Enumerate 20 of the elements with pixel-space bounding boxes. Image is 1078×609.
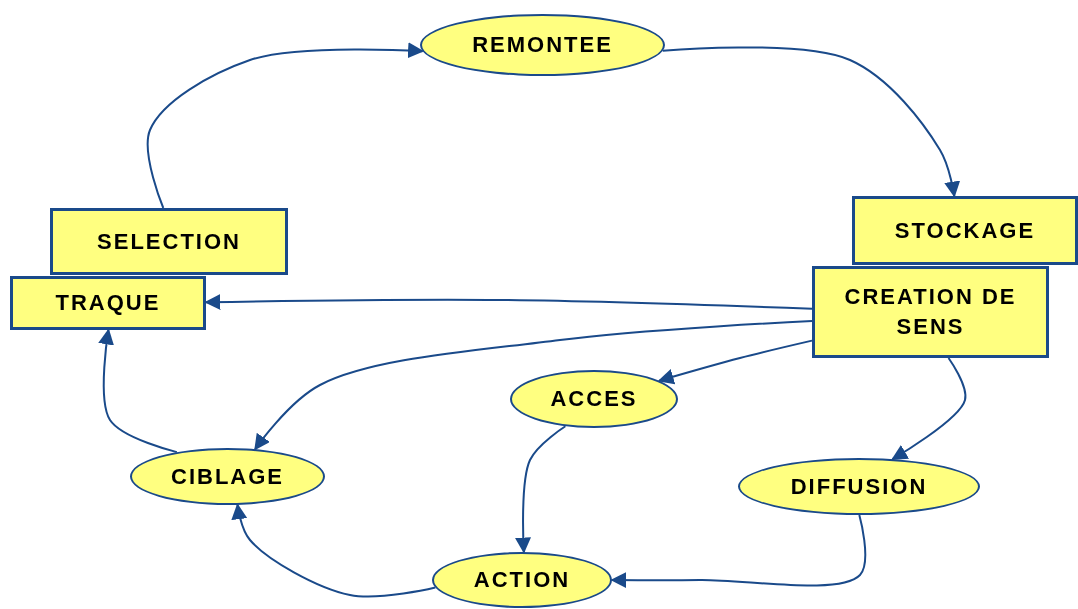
arrow [657, 339, 813, 385]
process-box [812, 266, 1049, 358]
arrow [610, 514, 867, 589]
node-label: TRAQUE [55, 289, 161, 318]
node-label: STOCKAGE [894, 216, 1036, 245]
node-label: ACCES [550, 385, 638, 414]
node-label: CREATION DE SENS [843, 283, 1018, 341]
process-box [852, 196, 1078, 265]
node-label: DIFFUSION [790, 472, 928, 501]
process-box [50, 208, 288, 275]
node-label: CIBLAGE [171, 462, 284, 491]
arrow [515, 425, 567, 554]
node-label: SELECTION [97, 227, 241, 256]
arrow [891, 357, 967, 461]
node-label: REMONTEE [472, 31, 613, 60]
arrow [204, 294, 813, 310]
arrow [98, 328, 178, 454]
process-box [10, 276, 206, 330]
arrow [254, 319, 813, 451]
node-label: ACTION [473, 566, 571, 595]
